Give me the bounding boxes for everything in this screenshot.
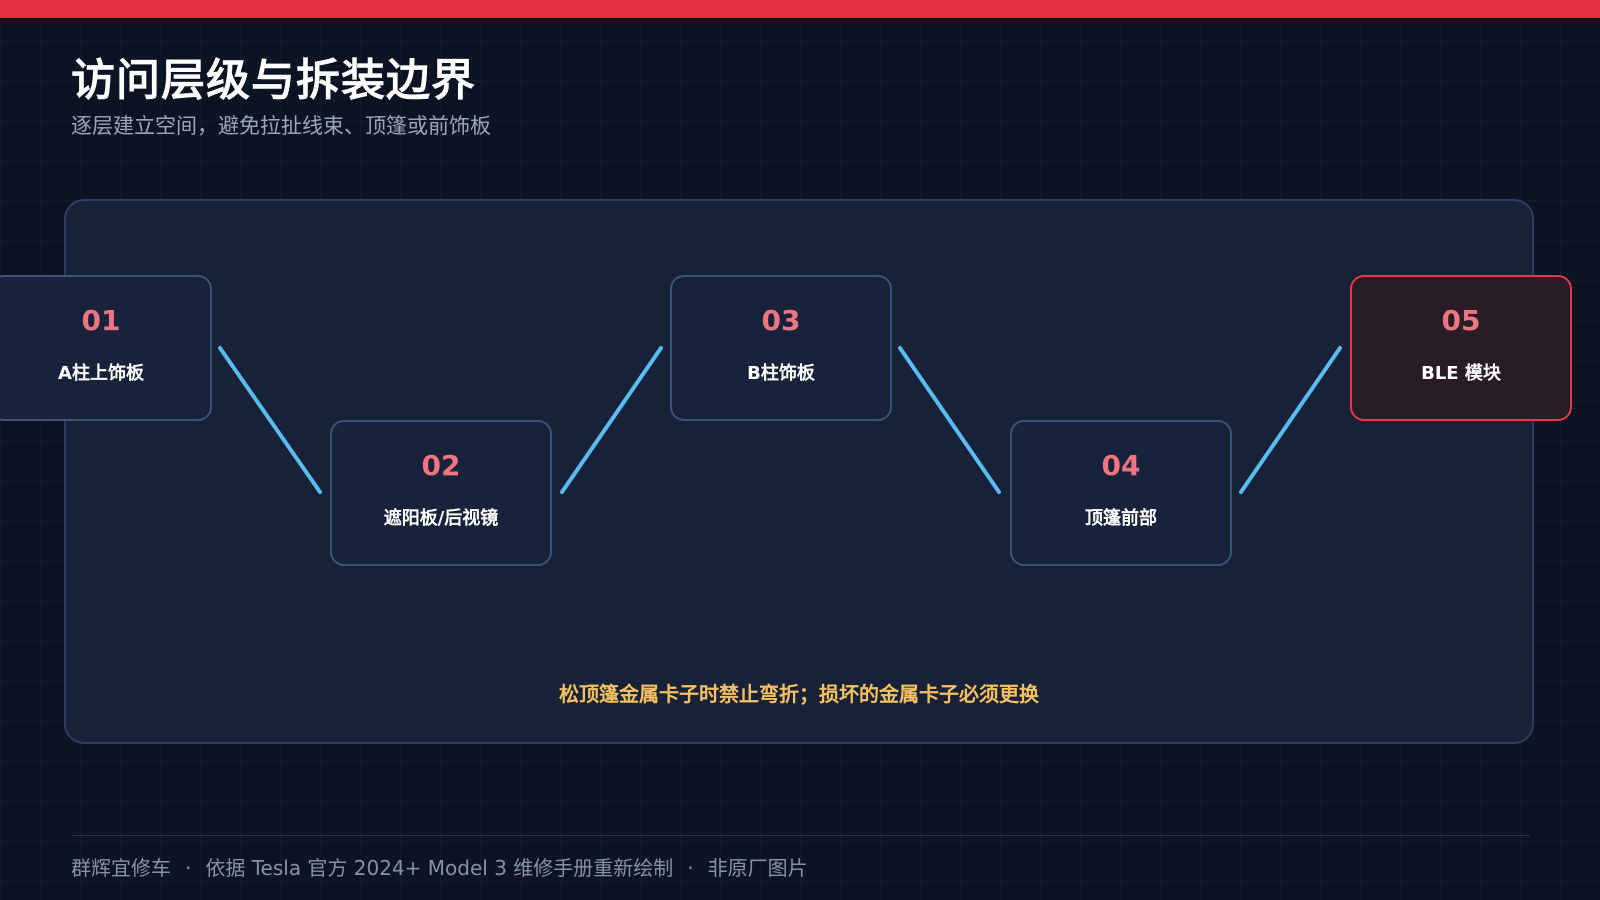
step-label: 顶篷前部	[1085, 508, 1157, 529]
step-label: B柱饰板	[747, 363, 815, 384]
step-label: 遮阳板/后视镜	[383, 508, 499, 529]
step-card-02: 02 遮阳板/后视镜	[330, 420, 552, 566]
footer-divider	[71, 835, 1530, 836]
step-card-04: 04 顶篷前部	[1010, 420, 1232, 566]
step-card-03: 03 B柱饰板	[670, 275, 892, 421]
page-title: 访问层级与拆装边界	[71, 55, 476, 106]
footer-separator: ·	[185, 856, 192, 880]
warning-note: 松顶篷金属卡子时禁止弯折；损坏的金属卡子必须更换	[559, 682, 1039, 706]
step-card-01: 01 A柱上饰板	[0, 275, 212, 421]
step-number: 01	[81, 304, 121, 337]
step-label: BLE 模块	[1421, 363, 1501, 384]
footer: 群辉宜修车 · 依据 Tesla 官方 2024+ Model 3 维修手册重新绘制…	[71, 852, 808, 881]
step-number: 04	[1101, 449, 1141, 482]
footer-source: 依据 Tesla 官方 2024+ Model 3 维修手册重新绘制	[205, 856, 674, 880]
footer-note: 非原厂图片	[707, 856, 808, 880]
top-accent-bar	[0, 0, 1600, 18]
page-subtitle: 逐层建立空间，避免拉扯线束、顶篷或前饰板	[71, 114, 491, 138]
step-number: 03	[761, 304, 801, 337]
step-number: 02	[421, 449, 461, 482]
footer-separator: ·	[687, 856, 694, 880]
step-label: A柱上饰板	[58, 363, 144, 384]
step-number: 05	[1441, 304, 1481, 337]
step-card-05-highlighted: 05 BLE 模块	[1350, 275, 1572, 421]
footer-brand: 群辉宜修车	[71, 856, 171, 880]
